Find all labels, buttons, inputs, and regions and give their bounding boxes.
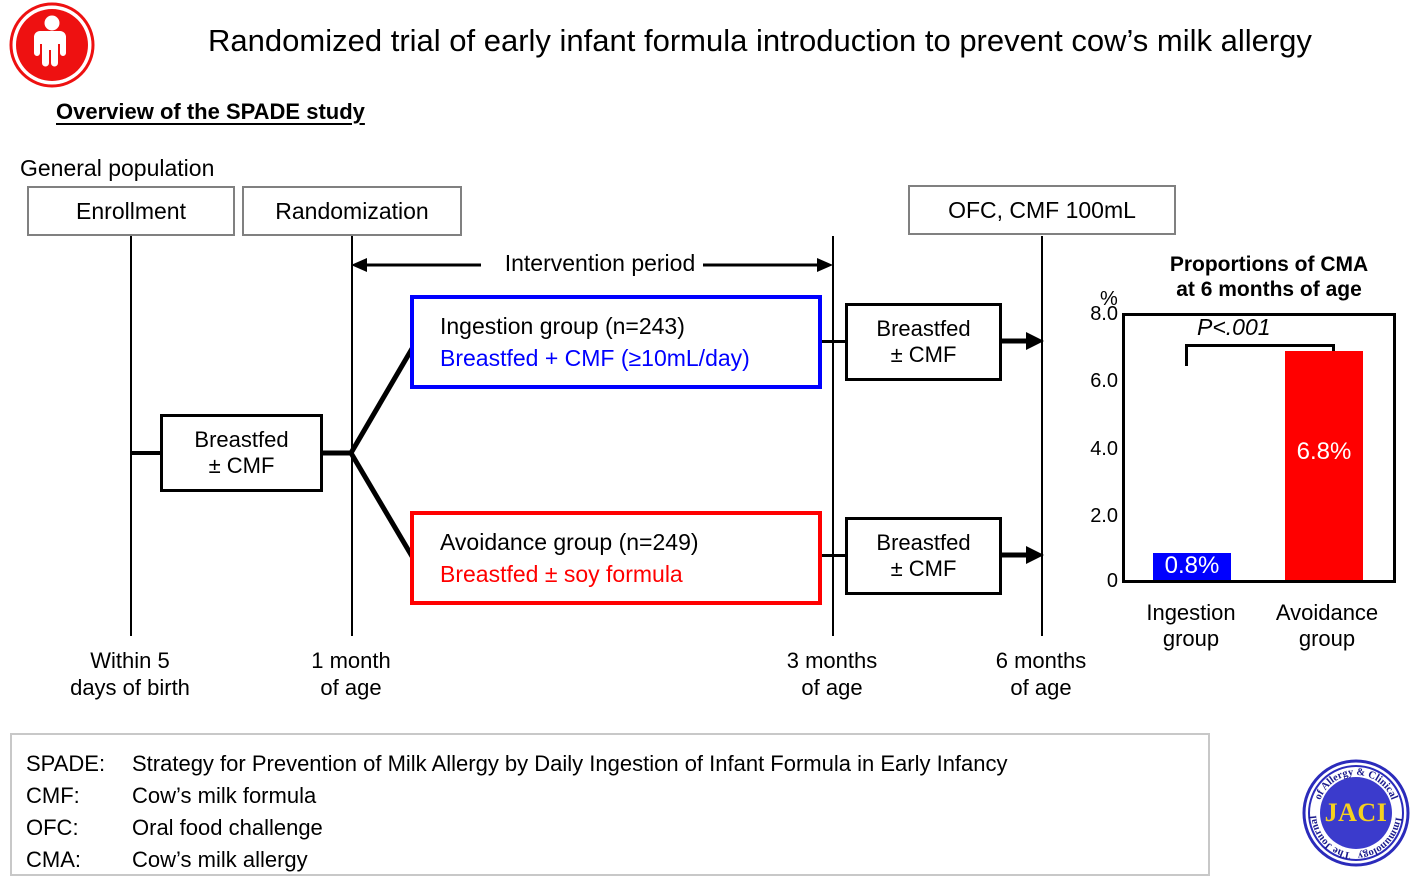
breastfed-initial-line2: ± CMF — [208, 453, 275, 478]
enrollment-label: Enrollment — [76, 197, 186, 224]
legend-definition-cmf: Cow’s milk formula — [132, 783, 317, 808]
organization-logo-icon — [8, 2, 96, 88]
flow-box-followup-ingestion: Breastfed ± CMF — [845, 303, 1002, 381]
chart-title-line1: Proportions of CMA — [1169, 253, 1369, 276]
timeline-label-0-line2: days of birth — [70, 674, 190, 700]
legend-term-spade: SPADE: — [26, 751, 106, 776]
abbreviations-legend-box: SPADE: Strategy for Prevention of Milk A… — [10, 733, 1210, 876]
x-category-avoidance-line2: group — [1298, 626, 1356, 652]
bar-avoidance-group — [1285, 351, 1363, 580]
jaci-seal-icon: of Allergy & Clinical Immunology The Jou… — [1300, 757, 1412, 869]
significance-bracket-top — [1185, 344, 1335, 347]
flow-box-breastfed-initial: Breastfed ± CMF — [160, 414, 323, 492]
followup-avoidance-line2: ± CMF — [890, 556, 957, 581]
timeline-label-2: 3 months of age — [742, 648, 922, 702]
ofc-label: OFC, CMF 100mL — [948, 196, 1136, 223]
avoidance-group-regimen: Breastfed ± soy formula — [440, 560, 683, 587]
ingestion-group-n: Ingestion group (n=243) — [440, 312, 685, 339]
legend-term-ofc: OFC: — [26, 815, 79, 840]
page-title: Randomized trial of early infant formula… — [208, 23, 1312, 58]
timeline-label-0: Within 5 days of birth — [35, 648, 225, 702]
timeline-rule-3months — [832, 236, 834, 636]
connector-fork — [321, 330, 421, 580]
x-category-ingestion-line2: group — [1162, 626, 1220, 652]
randomization-label: Randomization — [275, 197, 429, 224]
x-category-ingestion-line1: Ingestion — [1146, 600, 1236, 625]
followup-ingestion-line1: Breastfed — [876, 316, 971, 342]
chart-title: Proportions of CMA at 6 months of age — [1134, 253, 1404, 303]
timeline-label-3-line1: 6 months — [995, 648, 1087, 673]
avoidance-group-n: Avoidance group (n=249) — [440, 528, 699, 555]
general-population-label: General population — [20, 155, 215, 181]
bar-ingestion-group — [1153, 553, 1231, 580]
y-tick-4: 4.0 — [1090, 438, 1118, 460]
timeline-rule-6months — [1041, 236, 1043, 636]
legend-term-cmf: CMF: — [26, 783, 80, 808]
y-tick-8: 8.0 — [1090, 303, 1118, 325]
timeline-label-1-line2: of age — [320, 674, 382, 700]
intervention-period-label: Intervention period — [504, 250, 696, 276]
bar-label-avoidance: 6.8% — [1296, 438, 1352, 465]
chart-unit-label: % — [1100, 288, 1118, 310]
flow-box-ofc: OFC, CMF 100mL — [908, 185, 1176, 235]
legend-definition-spade: Strategy for Prevention of Milk Allergy … — [132, 751, 1008, 776]
breastfed-initial-line1: Breastfed — [194, 427, 289, 453]
timeline-rule-5days — [130, 236, 132, 636]
intervention-period-arrow — [351, 252, 833, 278]
flow-box-followup-avoidance: Breastfed ± CMF — [845, 517, 1002, 595]
arrow-ingestion-to-ofc — [1000, 331, 1046, 351]
legend-term-cma: CMA: — [26, 847, 81, 872]
chart-title-line2: at 6 months of age — [1176, 277, 1362, 301]
timeline-label-1-line1: 1 month — [311, 648, 391, 673]
legend-row-cmf: CMF: Cow’s milk formula — [26, 780, 1208, 812]
p-value-annotation: P<.001 — [1197, 314, 1271, 340]
timeline-label-3-line2: of age — [1010, 674, 1072, 700]
timeline-rule-1month — [351, 236, 353, 636]
legend-row-cma: CMA: Cow’s milk allergy — [26, 844, 1208, 876]
arrow-avoidance-to-ofc — [1000, 545, 1046, 565]
timeline-label-3: 6 months of age — [951, 648, 1131, 702]
connector-birth-to-breastfed — [130, 451, 162, 455]
x-category-ingestion: Ingestion group — [1112, 600, 1270, 653]
flow-box-avoidance-group: Avoidance group (n=249) Breastfed ± soy … — [410, 511, 822, 605]
flow-box-enrollment: Enrollment — [27, 186, 235, 236]
section-title: Overview of the SPADE study — [56, 99, 365, 124]
connector-ingestion-to-followup — [822, 340, 847, 343]
connector-avoidance-to-followup — [822, 554, 847, 557]
svg-text:JACI: JACI — [1325, 798, 1388, 827]
legend-definition-ofc: Oral food challenge — [132, 815, 323, 840]
legend-definition-cma: Cow’s milk allergy — [132, 847, 308, 872]
y-tick-2: 2.0 — [1090, 505, 1118, 527]
followup-avoidance-line1: Breastfed — [876, 530, 971, 556]
legend-row-ofc: OFC: Oral food challenge — [26, 812, 1208, 844]
legend-row-spade: SPADE: Strategy for Prevention of Milk A… — [26, 748, 1208, 780]
y-tick-0: 0 — [1106, 570, 1118, 592]
bar-label-ingestion: 0.8% — [1164, 552, 1220, 579]
timeline-label-2-line2: of age — [801, 674, 863, 700]
flow-box-ingestion-group: Ingestion group (n=243) Breastfed + CMF … — [410, 295, 822, 389]
timeline-label-1: 1 month of age — [261, 648, 441, 702]
significance-bracket-left — [1185, 344, 1188, 366]
x-category-avoidance-line1: Avoidance — [1275, 600, 1379, 625]
flow-box-randomization: Randomization — [242, 186, 462, 236]
ingestion-group-regimen: Breastfed + CMF (≥10mL/day) — [440, 344, 750, 371]
y-tick-6: 6.0 — [1090, 370, 1118, 392]
cma-proportions-chart: Proportions of CMA at 6 months of age — [1086, 253, 1406, 653]
chart-plot-area: P<.001 0.8% 6.8% — [1122, 313, 1396, 583]
x-category-avoidance: Avoidance group — [1248, 600, 1406, 653]
timeline-label-0-line1: Within 5 — [90, 648, 170, 673]
timeline-label-2-line1: 3 months — [786, 648, 878, 673]
followup-ingestion-line2: ± CMF — [890, 342, 957, 367]
